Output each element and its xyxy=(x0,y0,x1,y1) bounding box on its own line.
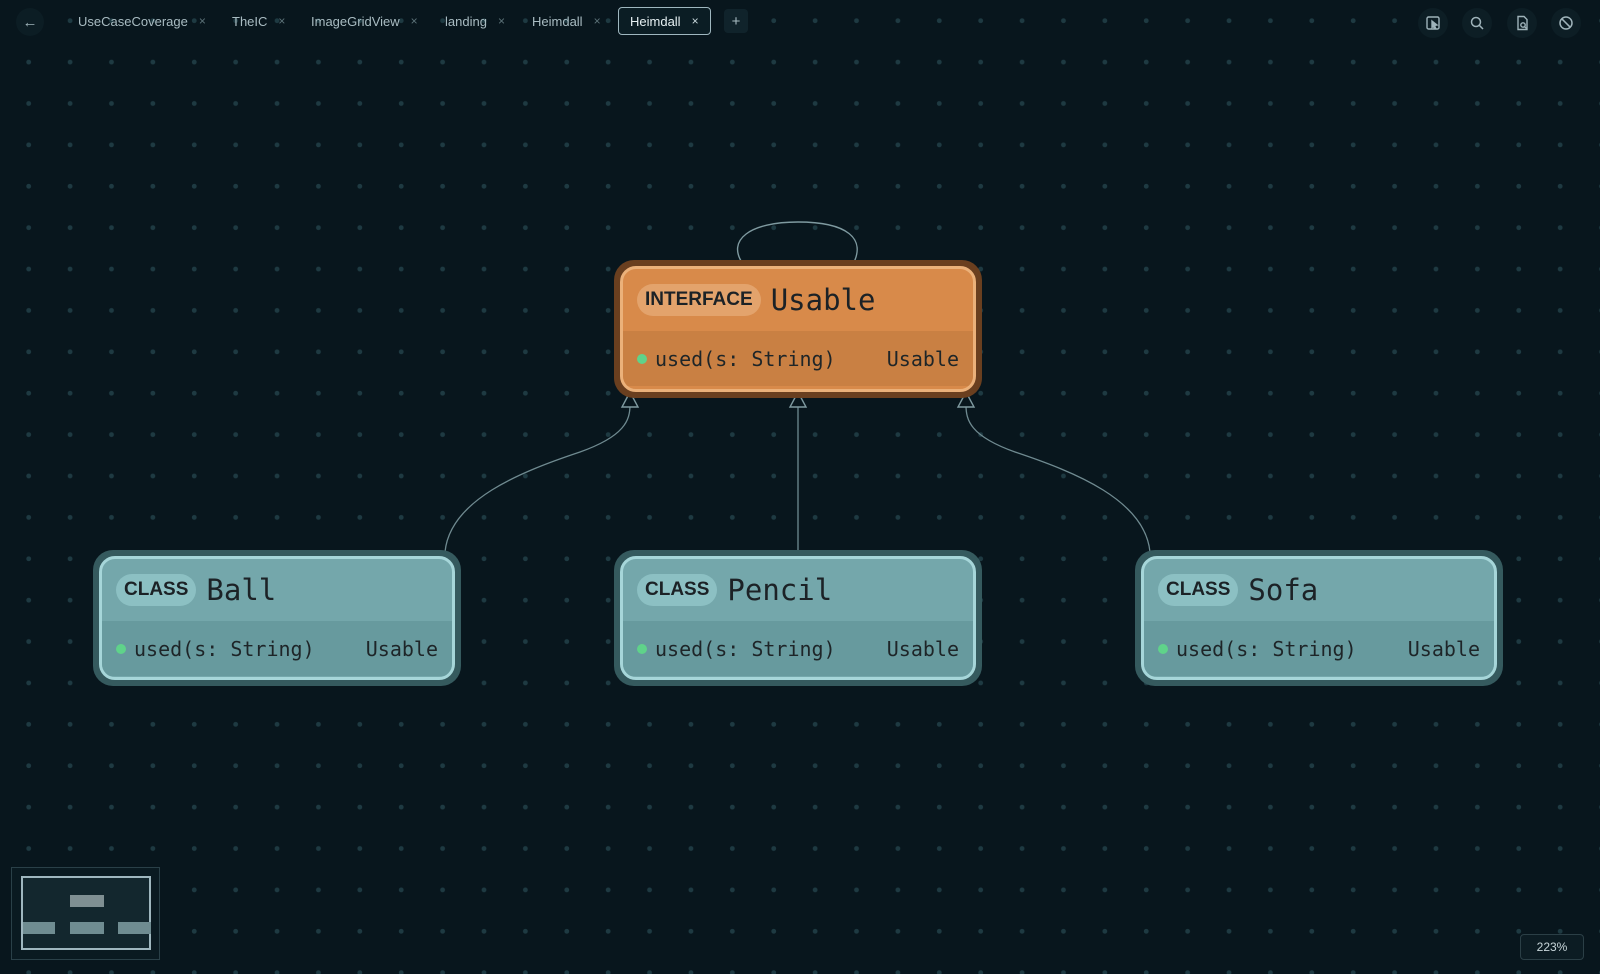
back-button[interactable]: ← xyxy=(16,8,44,36)
close-icon[interactable]: × xyxy=(410,14,418,28)
node-header: CLASS Pencil xyxy=(623,559,973,621)
member-signature: used(s: String) xyxy=(134,636,315,661)
close-icon[interactable]: × xyxy=(198,14,206,28)
member-row[interactable]: used(s: String) Usable xyxy=(623,331,973,386)
node-header: INTERFACE Usable xyxy=(623,269,973,331)
arrowhead xyxy=(620,390,640,408)
select-mode-button[interactable] xyxy=(1418,8,1448,38)
export-icon xyxy=(1517,15,1528,31)
search-button[interactable] xyxy=(1462,8,1492,38)
node-title: Pencil xyxy=(727,573,833,607)
member-signature: used(s: String) xyxy=(1176,636,1357,661)
node-pencil[interactable]: CLASS Pencil used(s: String) Usable xyxy=(620,556,976,680)
zoom-level[interactable]: 223% xyxy=(1520,934,1584,960)
tab-label: TheIC xyxy=(232,13,268,29)
kind-badge: CLASS xyxy=(637,574,718,606)
member-row[interactable]: used(s: String) Usable xyxy=(1144,621,1494,676)
member-row[interactable]: used(s: String) Usable xyxy=(102,621,452,676)
zoom-value: 223% xyxy=(1536,940,1568,954)
close-icon[interactable]: × xyxy=(691,14,699,28)
plus-icon: + xyxy=(731,12,741,30)
status-dot-icon xyxy=(116,643,126,654)
arrowhead xyxy=(956,390,976,408)
tab-label: Heimdall xyxy=(630,13,681,29)
tab-heimdall[interactable]: Heimdall × xyxy=(521,7,612,35)
member-type: Usable xyxy=(886,346,959,371)
node-usable[interactable]: INTERFACE Usable used(s: String) Usable xyxy=(620,266,976,392)
tab-theic[interactable]: TheIC × xyxy=(221,7,296,35)
member-type: Usable xyxy=(1407,636,1480,661)
member-signature: used(s: String) xyxy=(655,346,836,371)
export-button[interactable] xyxy=(1507,8,1537,38)
node-title: Ball xyxy=(206,573,277,607)
tab-bar: ← UseCaseCoverage × TheIC × ImageGridVie… xyxy=(0,0,1600,42)
tab-label: landing xyxy=(445,13,487,29)
close-icon[interactable]: × xyxy=(497,14,505,28)
edge-ball-usable xyxy=(444,404,631,553)
search-icon xyxy=(1470,16,1484,30)
minimap-viewport[interactable] xyxy=(21,876,151,950)
member-type: Usable xyxy=(886,636,959,661)
status-dot-icon xyxy=(637,353,647,364)
node-header: CLASS Sofa xyxy=(1144,559,1494,621)
node-sofa[interactable]: CLASS Sofa used(s: String) Usable xyxy=(1141,556,1497,680)
status-dot-icon xyxy=(637,643,647,654)
kind-badge: CLASS xyxy=(1158,574,1239,606)
close-icon[interactable]: × xyxy=(593,14,601,28)
tab-label: Heimdall xyxy=(532,13,583,29)
hide-button[interactable] xyxy=(1551,8,1581,38)
member-type: Usable xyxy=(365,636,438,661)
arrow-left-icon: ← xyxy=(22,13,38,31)
node-ball[interactable]: CLASS Ball used(s: String) Usable xyxy=(99,556,455,680)
kind-badge: INTERFACE xyxy=(637,284,761,316)
node-title: Sofa xyxy=(1248,573,1319,607)
arrowhead xyxy=(788,390,808,408)
kind-badge: CLASS xyxy=(116,574,197,606)
node-header: CLASS Ball xyxy=(102,559,452,621)
minimap[interactable] xyxy=(11,867,160,960)
add-tab-button[interactable]: + xyxy=(724,9,748,33)
tab-usecasecoverage[interactable]: UseCaseCoverage × xyxy=(67,7,217,35)
minimap-node xyxy=(70,895,104,907)
hide-icon xyxy=(1559,16,1573,30)
minimap-node xyxy=(118,922,151,934)
status-dot-icon xyxy=(1158,643,1168,654)
member-row[interactable]: used(s: String) Usable xyxy=(623,621,973,676)
member-signature: used(s: String) xyxy=(655,636,836,661)
select-mode-icon xyxy=(1426,16,1440,30)
minimap-node xyxy=(23,922,55,934)
tab-heimdall-active[interactable]: Heimdall × xyxy=(618,7,711,35)
close-icon[interactable]: × xyxy=(278,14,286,28)
minimap-node xyxy=(70,922,104,934)
edge-sofa-usable xyxy=(965,404,1151,553)
node-title: Usable xyxy=(770,283,876,317)
tab-imagegridview[interactable]: ImageGridView × xyxy=(300,7,429,35)
tab-landing[interactable]: landing × xyxy=(434,7,516,35)
tab-label: UseCaseCoverage xyxy=(78,13,188,29)
tab-label: ImageGridView xyxy=(311,13,400,29)
self-loop-edge xyxy=(736,221,858,267)
